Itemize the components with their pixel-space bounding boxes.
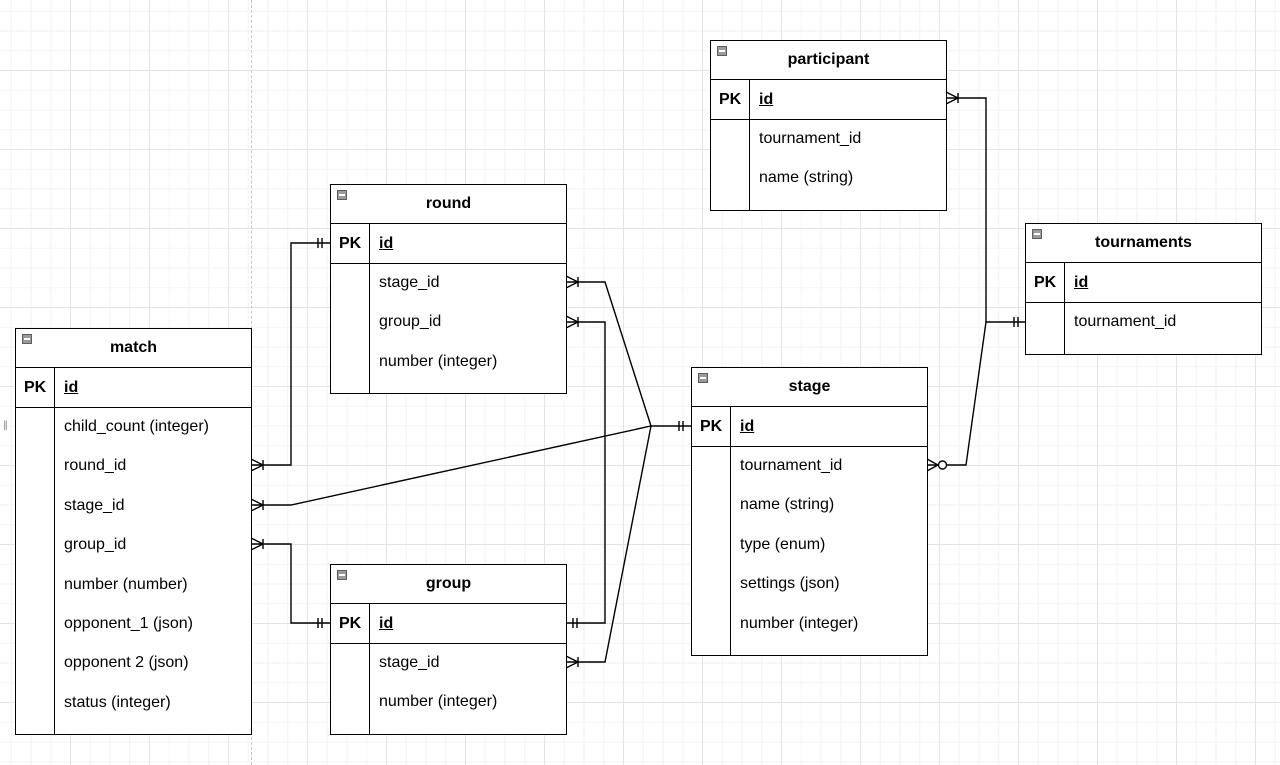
edge-participant-tournaments[interactable] — [945, 91, 1026, 327]
entity-tournaments[interactable]: tournaments PK id tournament_id — [1025, 223, 1262, 355]
collapse-icon[interactable] — [698, 373, 708, 383]
pk-field: id — [379, 235, 394, 252]
entity-header[interactable]: group — [331, 565, 566, 604]
collapse-icon[interactable] — [717, 46, 727, 56]
edge-group-stage[interactable] — [565, 425, 652, 669]
collapse-icon[interactable] — [337, 570, 347, 580]
entity-title: match — [109, 339, 158, 356]
entity-match[interactable]: match PK id child_count (integer) round_… — [15, 328, 252, 735]
pk-row[interactable]: PK id — [16, 368, 251, 408]
field-row[interactable]: stage_id — [379, 654, 440, 671]
field-row[interactable]: name (string) — [759, 169, 854, 187]
column-divider — [369, 604, 370, 734]
column-divider — [730, 407, 731, 655]
field-row[interactable]: opponent 2 (json) — [64, 654, 189, 672]
edge-match-round[interactable] — [250, 238, 330, 472]
pk-row[interactable]: PK id — [711, 80, 946, 120]
field-row[interactable]: round_id — [64, 457, 127, 475]
entity-header[interactable]: round — [331, 185, 566, 224]
pk-row[interactable]: PK id — [331, 224, 566, 264]
pk-label: PK — [24, 379, 47, 396]
field-row[interactable]: name (string) — [740, 496, 835, 514]
pk-field: id — [379, 615, 394, 632]
entity-title: participant — [787, 51, 870, 68]
edge-match-group[interactable] — [250, 537, 330, 628]
edge-stage-tournaments[interactable] — [926, 321, 987, 472]
pk-label: PK — [1034, 274, 1057, 291]
pk-row[interactable]: PK id — [331, 604, 566, 644]
field-row[interactable]: settings (json) — [740, 575, 840, 593]
entity-round[interactable]: round PK id stage_id group_id number (in… — [330, 184, 567, 394]
pk-label: PK — [719, 91, 742, 108]
pk-row[interactable]: PK id — [1026, 263, 1261, 303]
field-row[interactable]: number (integer) — [379, 693, 498, 711]
entity-stage[interactable]: stage PK id tournament_id name (string) … — [691, 367, 928, 656]
entity-header[interactable]: stage — [692, 368, 927, 407]
edge-round-stage[interactable] — [565, 275, 652, 427]
pk-field: id — [64, 379, 79, 396]
collapse-icon[interactable] — [22, 334, 32, 344]
pk-label: PK — [339, 235, 362, 252]
field-row[interactable]: number (number) — [64, 575, 188, 593]
column-divider — [369, 224, 370, 393]
field-row[interactable]: number (integer) — [379, 352, 498, 370]
column-divider — [54, 368, 55, 734]
entity-header[interactable]: participant — [711, 41, 946, 80]
collapse-icon[interactable] — [337, 190, 347, 200]
pk-field: id — [1074, 274, 1089, 291]
field-row[interactable]: stage_id — [64, 496, 125, 514]
field-row[interactable]: tournament_id — [759, 130, 862, 147]
field-row[interactable]: number (integer) — [740, 614, 859, 632]
field-row[interactable]: child_count (integer) — [64, 418, 209, 435]
entity-title: round — [425, 195, 472, 212]
column-divider — [1064, 263, 1065, 354]
entity-header[interactable]: match — [16, 329, 251, 368]
edge-round-group[interactable] — [565, 315, 606, 628]
field-row[interactable]: opponent_1 (json) — [64, 614, 193, 632]
entity-title: group — [425, 575, 472, 592]
field-row[interactable]: type (enum) — [740, 535, 826, 553]
entity-group[interactable]: group PK id stage_id number (integer) — [330, 564, 567, 735]
entity-title: stage — [788, 378, 831, 395]
column-divider — [749, 80, 750, 210]
pk-field: id — [759, 91, 774, 108]
field-row[interactable]: group_id — [64, 536, 127, 554]
collapse-icon[interactable] — [1032, 229, 1042, 239]
entity-title: tournaments — [1095, 234, 1192, 251]
edge-match-stage[interactable] — [250, 421, 691, 512]
pk-field: id — [740, 418, 755, 435]
field-row[interactable]: tournament_id — [740, 457, 843, 474]
pk-label: PK — [339, 615, 362, 632]
pk-row[interactable]: PK id — [692, 407, 927, 447]
side-drag-handle[interactable]: ‖ — [3, 420, 8, 431]
field-row[interactable]: tournament_id — [1074, 313, 1177, 330]
field-row[interactable]: group_id — [379, 313, 442, 331]
field-row[interactable]: status (integer) — [64, 693, 171, 711]
entity-participant[interactable]: participant PK id tournament_id name (st… — [710, 40, 947, 211]
pk-label: PK — [700, 418, 723, 435]
entity-header[interactable]: tournaments — [1026, 224, 1261, 263]
field-row[interactable]: stage_id — [379, 274, 440, 291]
